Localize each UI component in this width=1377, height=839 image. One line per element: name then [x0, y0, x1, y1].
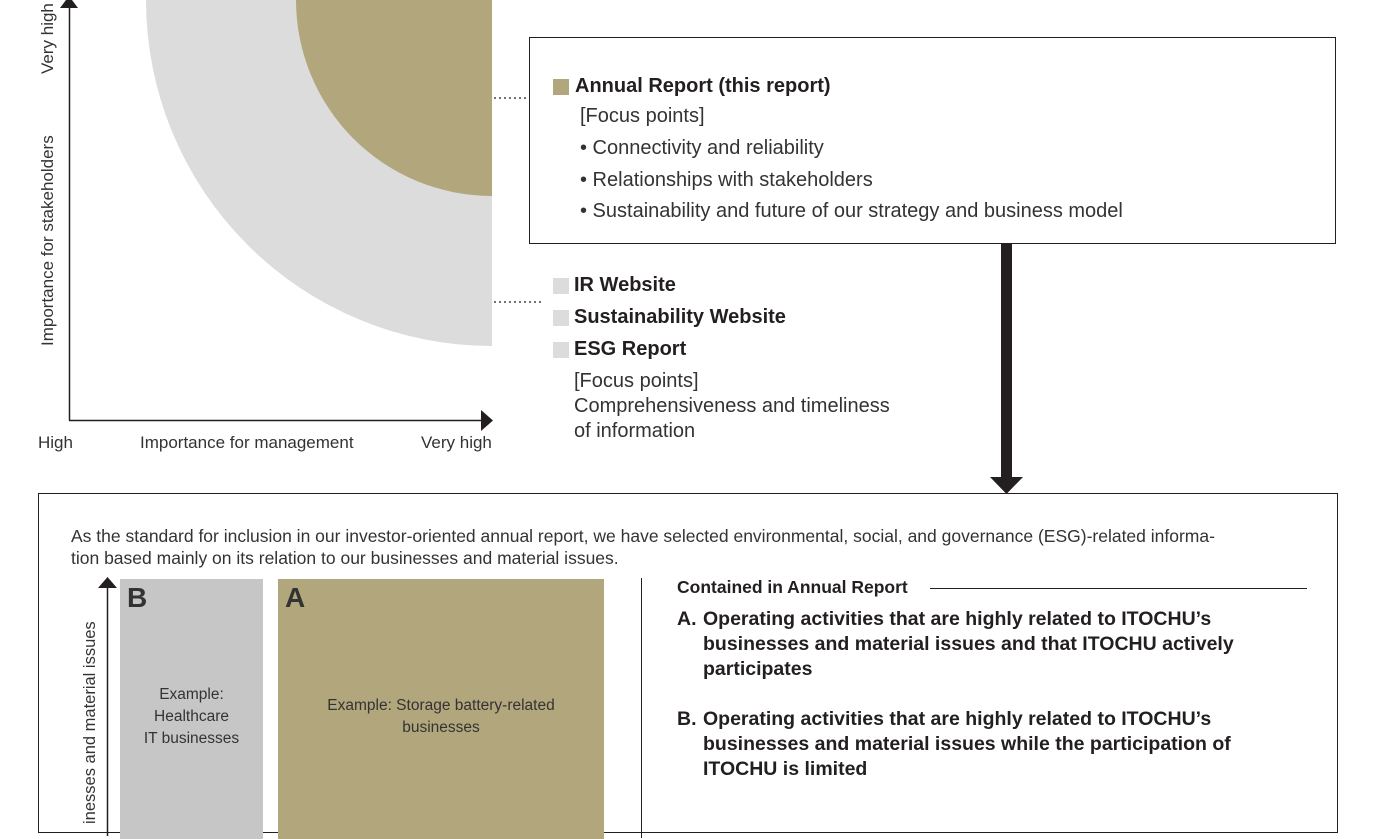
- x-axis-title: Importance for management: [140, 433, 354, 452]
- annual-report-focus-label: [Focus points]: [580, 105, 705, 127]
- contained-heading: Contained in Annual Report: [677, 577, 908, 597]
- criteria-marker: B.: [677, 708, 697, 730]
- esg-report-label: ESG Report: [574, 338, 687, 360]
- y-axis-title: Importance for stakeholders: [38, 135, 57, 346]
- quadrant-b: B Example: Healthcare IT businesses: [120, 579, 263, 839]
- quadrant-a: A Example: Storage battery-related busin…: [278, 579, 604, 839]
- quadrant-a-example: Example: Storage battery-related busines…: [327, 697, 555, 736]
- ir-website-label: IR Website: [574, 274, 676, 296]
- annual-report-arc: [296, 0, 492, 196]
- contained-heading-row: Contained in Annual Report: [677, 577, 1307, 601]
- annual-report-point: • Relationships with stakeholders: [580, 169, 873, 191]
- quadrant-y-axis-label: inesses and material issues: [81, 621, 99, 824]
- annual-report-swatch: [553, 79, 569, 95]
- annual-report-box: Annual Report (this report) [Focus point…: [529, 37, 1336, 244]
- contained-heading-rule: [930, 588, 1307, 589]
- column-divider: [641, 578, 642, 838]
- criteria-text: Operating activities that are highly rel…: [703, 708, 1231, 780]
- sustainability-website-label: Sustainability Website: [574, 306, 786, 328]
- x-axis-low-label: High: [38, 433, 73, 452]
- intro-line: tion based mainly on its relation to our…: [71, 548, 619, 568]
- other-media-focus-line: Comprehensiveness and timeliness: [574, 395, 890, 417]
- y-axis-high-label: Very high: [38, 3, 57, 74]
- criteria-text: Operating activities that are highly rel…: [703, 608, 1234, 680]
- flow-arrow-head: [990, 477, 1023, 494]
- annual-report-point: • Sustainability and future of our strat…: [580, 200, 1123, 222]
- x-axis-high-label: Very high: [421, 433, 492, 452]
- quadrant-a-letter: A: [285, 582, 306, 613]
- esg-report-swatch: [553, 342, 569, 358]
- intro-line: As the standard for inclusion in our inv…: [71, 526, 1215, 546]
- intro-text: As the standard for inclusion in our inv…: [71, 525, 1311, 569]
- quadrant-y-axis: [98, 577, 117, 836]
- quadrant-b-example: Example: Healthcare IT businesses: [143, 686, 240, 747]
- criteria-marker: A.: [677, 608, 697, 630]
- ir-website-swatch: [553, 278, 569, 294]
- other-media-focus-label: [Focus points]: [574, 370, 699, 392]
- annual-report-title: Annual Report (this report): [575, 75, 831, 97]
- x-axis-arrow: [481, 410, 493, 431]
- flow-arrow-shaft: [1001, 244, 1012, 479]
- quadrant-b-letter: B: [127, 582, 148, 613]
- y-axis-arrow: [60, 0, 78, 8]
- sustainability-website-swatch: [553, 310, 569, 326]
- materiality-arc-chart: [60, 0, 1023, 494]
- annual-report-point: • Connectivity and reliability: [580, 137, 824, 159]
- other-media-focus-line: of information: [574, 420, 696, 442]
- inclusion-standard-box: As the standard for inclusion in our inv…: [38, 493, 1338, 839]
